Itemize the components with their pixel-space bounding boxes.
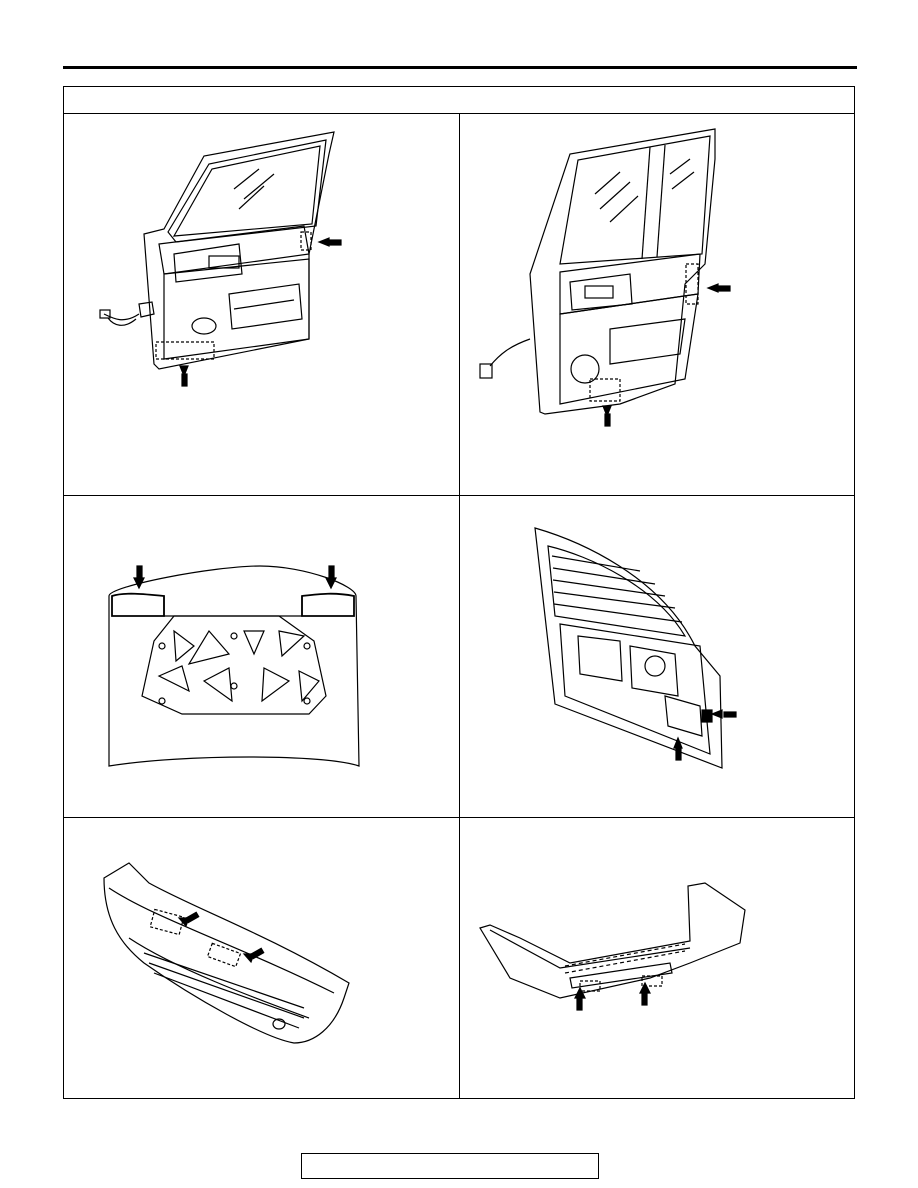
front-door-illustration <box>64 114 459 495</box>
front-bumper-illustration <box>64 818 459 1098</box>
tailgate-illustration <box>460 496 854 817</box>
footer-box <box>301 1153 599 1179</box>
hood-illustration <box>64 496 459 817</box>
rear-door-illustration <box>460 114 854 495</box>
row-divider-1 <box>64 495 854 496</box>
rear-bumper-illustration <box>460 818 854 1098</box>
panel-header <box>64 87 854 114</box>
top-rule <box>63 66 857 69</box>
column-divider <box>459 114 460 1098</box>
illustration-grid <box>64 114 854 1098</box>
row-divider-2 <box>64 817 854 818</box>
figure-panel <box>63 86 855 1099</box>
